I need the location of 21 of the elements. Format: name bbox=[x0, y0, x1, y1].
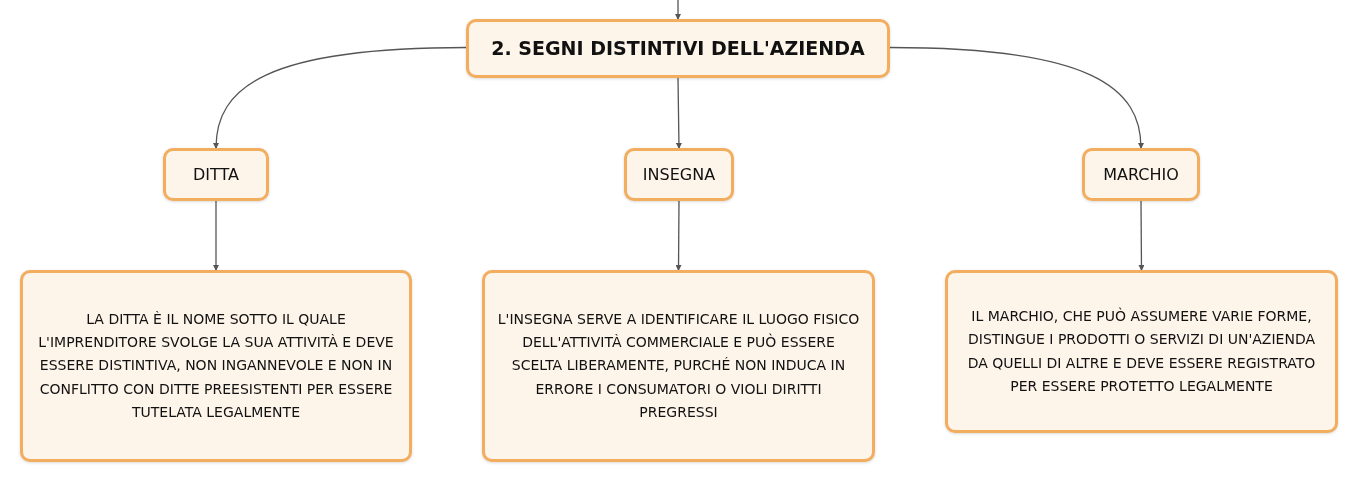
category-label: MARCHIO bbox=[1103, 164, 1179, 185]
description-text: LA DITTA È IL NOME SOTTO IL QUALE L'IMPRENDITORE SVOLGE LA SUA ATTIVITÀ E DEVE ESSERE DISTINTIVA, NON INGANNEVOLE E NON IN CONFLITTO CON DITTE PREESISTENTI PER ESSERE TUTELATA LEGALMENTE bbox=[37, 310, 395, 422]
connector-arrow bbox=[213, 200, 219, 271]
connector-arrow bbox=[213, 46, 467, 149]
category-label: DITTA bbox=[193, 164, 239, 185]
topic-box bbox=[466, 19, 890, 78]
topic-title: 2. SEGNI DISTINTIVI DELL'AZIENDA bbox=[491, 37, 865, 60]
description-box bbox=[945, 270, 1338, 433]
description-text: L'INSEGNA SERVE A IDENTIFICARE IL LUOGO FISICO DELL'ATTIVITÀ COMMERCIALE E PUÒ ESSERE SCELTA LIBERAMENTE, PURCHÉ NON INDUCA IN ERRORE I CONSUMATORI O VIOLI DIRITTI PREGRESSI bbox=[497, 310, 860, 422]
connector-arrow bbox=[675, 200, 682, 271]
connector-arrow bbox=[1138, 200, 1145, 271]
description-box bbox=[20, 270, 412, 462]
category-label: INSEGNA bbox=[642, 164, 716, 185]
connector-arrow bbox=[675, 0, 681, 20]
category-box bbox=[624, 148, 734, 201]
category-box bbox=[163, 148, 269, 201]
category-box bbox=[1082, 148, 1200, 201]
description-box bbox=[482, 270, 875, 462]
connector-arrow bbox=[889, 46, 1144, 149]
connector-arrow bbox=[675, 77, 682, 149]
description-text: IL MARCHIO, CHE PUÒ ASSUMERE VARIE FORME, DISTINGUE I PRODOTTI O SERVIZI DI UN'AZIENDA DA QUELLI DI ALTRE E DEVE ESSERE REGISTRATO PER ESSERE PROTETTO LEGALMENTE bbox=[966, 306, 1317, 396]
